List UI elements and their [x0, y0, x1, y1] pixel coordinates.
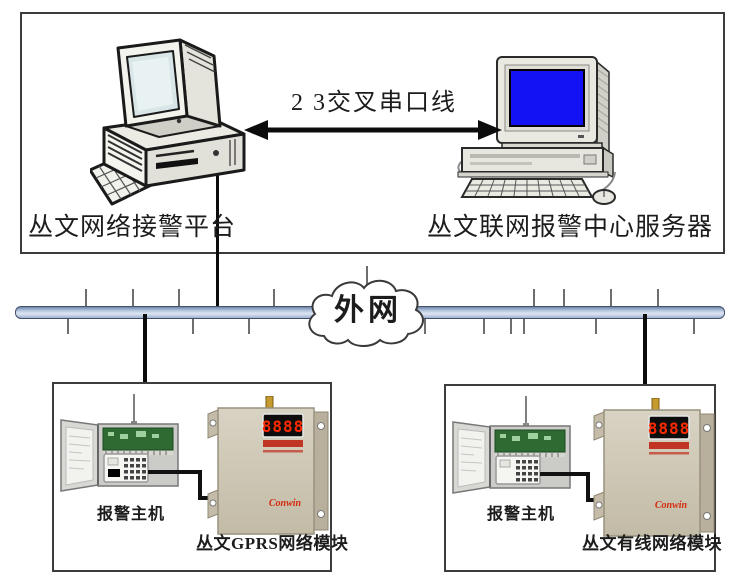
led-display-value: 8888 — [648, 419, 691, 438]
module-brand-logo: Conwin — [269, 498, 302, 509]
bus-tick — [610, 289, 612, 307]
module-brand-logo: Conwin — [655, 500, 688, 511]
bus-to-left-site-line — [143, 314, 147, 384]
workstation-label: 丛文网络接警平台 — [28, 214, 237, 241]
bus-to-right-site-line — [643, 314, 647, 386]
cloud-label: 外网 — [334, 294, 402, 327]
cloud-icon — [308, 279, 424, 347]
bus-tick — [510, 316, 512, 334]
server-icon — [457, 56, 616, 205]
alarm-host-icon — [60, 394, 179, 492]
bus-tick — [178, 289, 180, 307]
serial-cable-label: 2 3交叉串口线 — [291, 90, 457, 116]
network-module-icon: 8888 Conwin — [593, 398, 715, 537]
workstation-to-bus-line — [216, 148, 219, 310]
bus-tick — [192, 316, 194, 334]
bus-tick — [424, 316, 426, 334]
bus-tick — [85, 289, 87, 307]
right-site-box: 8888 Conwin 报警主机 丛文有线网络模块 — [444, 384, 722, 572]
bus-tick — [132, 289, 134, 307]
bus-tick — [657, 289, 659, 307]
network-module-icon: 8888 Conwin — [207, 396, 329, 535]
module-label: 丛文有线网络模块 — [582, 534, 722, 553]
center-platform-frame — [20, 12, 725, 254]
alarm-host-icon — [452, 396, 571, 494]
alarm-host-label: 报警主机 — [96, 506, 165, 523]
server-label: 丛文联网报警中心服务器 — [426, 214, 713, 241]
bus-tick — [523, 316, 525, 334]
bus-tick — [563, 289, 565, 307]
bus-tick — [248, 316, 250, 334]
bus-tick — [273, 289, 275, 307]
alarm-host-label: 报警主机 — [486, 506, 555, 523]
left-site-box: 8888 Conwin 报警主机 丛文GPRS网络模块 — [52, 382, 349, 572]
bus-tick — [595, 316, 597, 334]
bus-tick — [67, 316, 69, 334]
module-label: 丛文GPRS网络模块 — [196, 534, 349, 553]
led-display — [262, 413, 304, 438]
bus-tick — [533, 289, 535, 307]
server-screen — [509, 69, 585, 127]
serial-cable-arrow-icon — [244, 120, 502, 140]
led-display-value: 8888 — [262, 417, 305, 436]
workstation-icon — [90, 38, 246, 206]
bus-tick — [693, 316, 695, 334]
bus-tick — [366, 266, 368, 286]
bus-tick — [483, 316, 485, 334]
led-display — [648, 415, 690, 440]
